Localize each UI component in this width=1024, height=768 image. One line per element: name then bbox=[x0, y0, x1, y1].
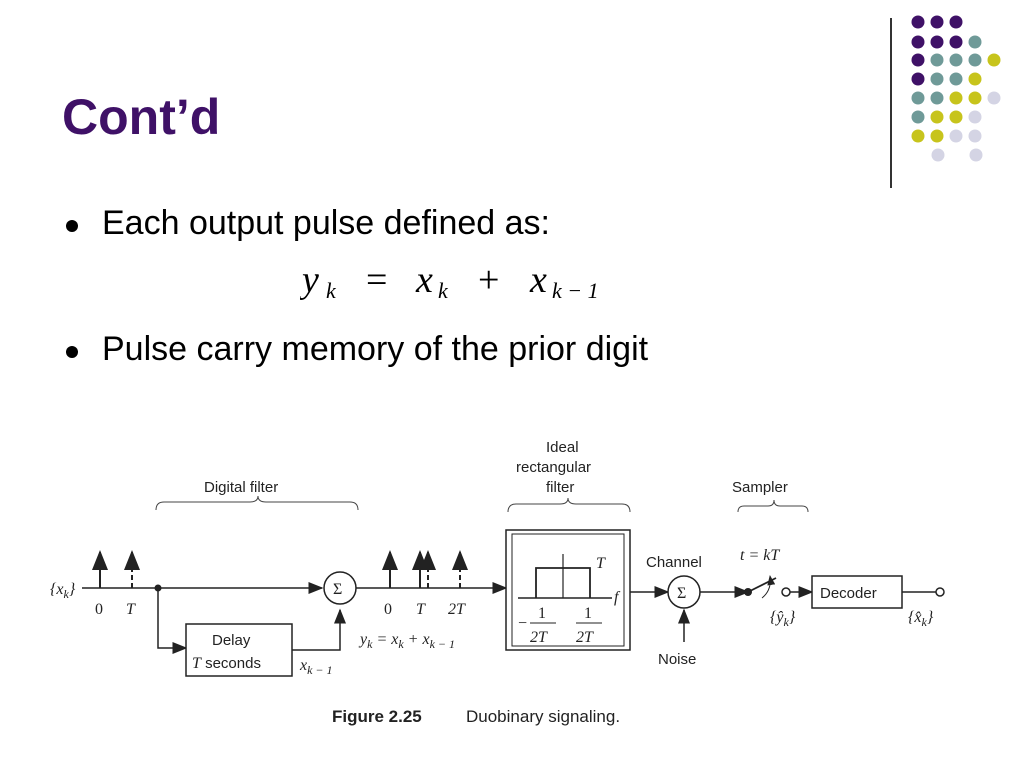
decor-dot bbox=[969, 148, 983, 162]
bullet-text-1: Each output pulse defined as: bbox=[102, 204, 550, 242]
decor-dot bbox=[930, 35, 944, 49]
output-tick-T: T bbox=[416, 601, 426, 618]
slide-title: Cont’d bbox=[62, 89, 221, 145]
decor-dot bbox=[968, 72, 982, 86]
sampler-label: Sampler bbox=[732, 479, 788, 496]
decor-dot bbox=[911, 15, 925, 29]
delay-input-line bbox=[157, 588, 188, 654]
sampler-terminal bbox=[781, 587, 791, 597]
input-sequence-label: {xk} bbox=[50, 581, 76, 601]
output-tick-0: 0 bbox=[384, 601, 392, 618]
decor-dot bbox=[930, 91, 944, 105]
decor-dot bbox=[968, 91, 982, 105]
input-tick-T: T bbox=[126, 601, 136, 618]
decoder-output-terminal bbox=[935, 587, 945, 597]
decor-dot bbox=[987, 91, 1001, 105]
delay-label-1: Delay bbox=[212, 632, 251, 649]
yhat-label: {ŷk} bbox=[770, 609, 796, 629]
digital-filter-brace bbox=[155, 495, 359, 511]
delay-output-line bbox=[292, 608, 346, 651]
filter-T-label: T bbox=[596, 555, 606, 572]
ideal-filter-label-3: filter bbox=[546, 479, 574, 496]
decor-dot bbox=[949, 110, 963, 124]
eq-equals: = bbox=[366, 259, 387, 301]
decor-dot bbox=[949, 91, 963, 105]
eq-term2-sub: k − 1 bbox=[552, 278, 599, 303]
decor-dot bbox=[930, 129, 944, 143]
eq-term1: x bbox=[415, 259, 433, 301]
duobinary-block-diagram: Digital filter Ideal rectangular filter … bbox=[50, 439, 945, 726]
ideal-filter-label-2: rectangular bbox=[516, 459, 591, 476]
decor-dot bbox=[987, 53, 1001, 67]
noise-label: Noise bbox=[658, 651, 696, 668]
decor-dot bbox=[968, 129, 982, 143]
ideal-filter-inner bbox=[511, 533, 625, 647]
filter-minus-sign: − bbox=[518, 615, 527, 632]
decor-dot bbox=[930, 72, 944, 86]
sampler-rotation-arrow bbox=[761, 575, 776, 599]
eq-lhs-sub: k bbox=[326, 278, 337, 303]
ideal-filter-block bbox=[505, 529, 631, 651]
channel-summer-symbol: Σ bbox=[677, 585, 686, 602]
decor-dot bbox=[949, 35, 963, 49]
bullet-marker-1 bbox=[66, 220, 78, 232]
yk-expression: yk = xk + xk − 1 bbox=[358, 631, 455, 651]
sampler-brace bbox=[737, 499, 809, 513]
decor-dot bbox=[911, 72, 925, 86]
decor-dot bbox=[949, 53, 963, 67]
decor-dot bbox=[968, 110, 982, 124]
decor-dot bbox=[968, 35, 982, 49]
summer-symbol: Σ bbox=[333, 581, 342, 598]
delay-label-2: T seconds bbox=[192, 655, 261, 672]
filter-f-label: f bbox=[614, 589, 621, 606]
title-divider-line bbox=[890, 18, 892, 188]
decor-dot bbox=[930, 15, 944, 29]
decor-dot bbox=[949, 129, 963, 143]
eq-term2: x bbox=[529, 259, 547, 301]
bullet-text-2: Pulse carry memory of the prior digit bbox=[102, 330, 649, 368]
decor-dot bbox=[949, 15, 963, 29]
figure-caption: Duobinary signaling. bbox=[466, 707, 620, 726]
decor-dot bbox=[911, 110, 925, 124]
sampler-switch-arm bbox=[747, 577, 777, 593]
decor-dot bbox=[911, 35, 925, 49]
bullet-marker-2 bbox=[66, 346, 78, 358]
figure-number: Figure 2.25 bbox=[332, 707, 422, 726]
filter-right-num: 1 bbox=[584, 605, 592, 622]
eq-plus: + bbox=[478, 259, 499, 301]
sampler-time-expression: t = kT bbox=[740, 547, 780, 564]
output-pulse-equation: y k = x k + x k − 1 bbox=[300, 259, 599, 303]
decor-dot bbox=[931, 148, 945, 162]
input-tick-0: 0 bbox=[95, 601, 103, 618]
digital-filter-label: Digital filter bbox=[204, 479, 278, 496]
decor-dot bbox=[911, 91, 925, 105]
eq-term1-sub: k bbox=[438, 278, 449, 303]
filter-left-num: 1 bbox=[538, 605, 546, 622]
decor-dot bbox=[911, 53, 925, 67]
decorative-dot-grid bbox=[911, 15, 1001, 162]
filter-left-den: 2T bbox=[530, 629, 548, 646]
eq-lhs: y bbox=[300, 259, 319, 301]
channel-label: Channel bbox=[646, 554, 702, 571]
ideal-filter-brace bbox=[507, 497, 631, 513]
decor-dot bbox=[911, 129, 925, 143]
output-tick-2T: 2T bbox=[448, 601, 466, 618]
ideal-filter-label-1: Ideal bbox=[546, 439, 579, 456]
delay-output-label: xk − 1 bbox=[299, 657, 333, 677]
decor-dot bbox=[930, 53, 944, 67]
xhat-label: {x̂k} bbox=[908, 609, 934, 629]
delay-block bbox=[185, 623, 293, 677]
filter-right-den: 2T bbox=[576, 629, 594, 646]
decor-dot bbox=[949, 72, 963, 86]
decoder-label: Decoder bbox=[820, 585, 877, 602]
decoder-block bbox=[811, 575, 903, 609]
decor-dot bbox=[968, 53, 982, 67]
decor-dot bbox=[930, 110, 944, 124]
